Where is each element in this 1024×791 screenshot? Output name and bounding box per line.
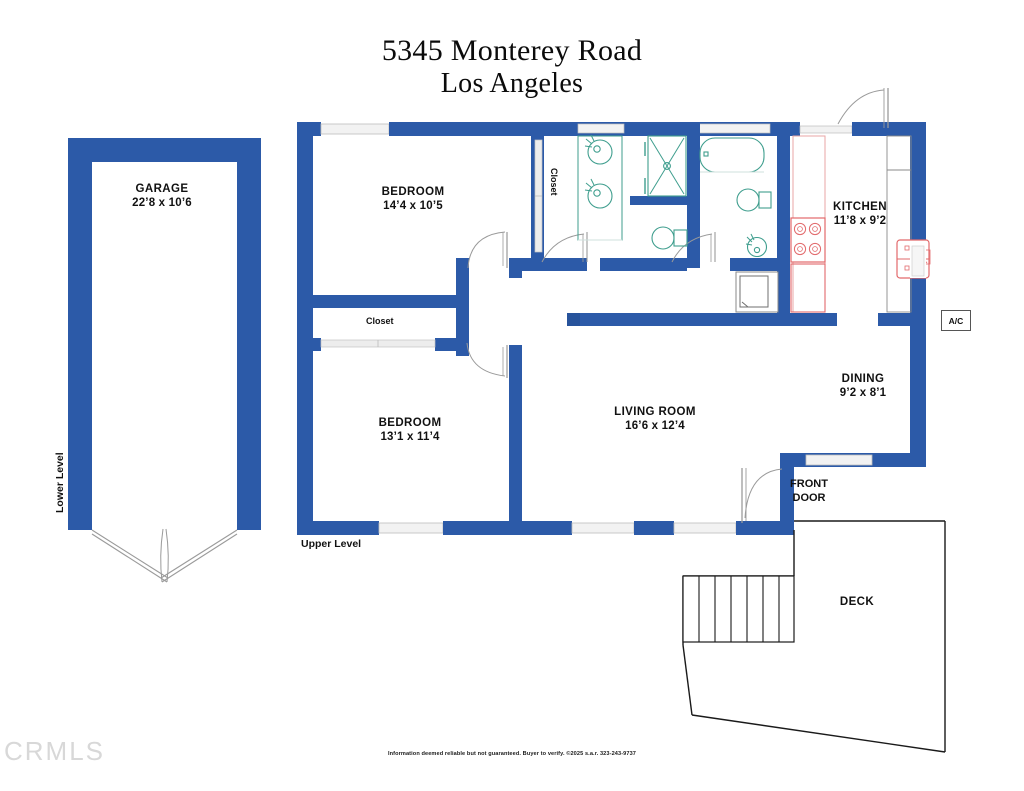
interior-wall-closet-top xyxy=(297,295,469,308)
garage-structure xyxy=(68,138,261,583)
bedroom2-door-swing xyxy=(466,342,508,378)
sink-basin-1 xyxy=(587,139,613,165)
bathtub xyxy=(699,137,765,173)
garage-door-right xyxy=(160,528,238,583)
exterior-wall-top-a xyxy=(297,122,321,136)
toilet-bowl-2 xyxy=(736,188,760,212)
exterior-wall-top-d xyxy=(630,122,690,136)
bath1-door-swing xyxy=(541,232,588,263)
toilet-tank-2 xyxy=(758,191,772,209)
kitchen-window xyxy=(911,245,925,277)
room-label-bedroom-1: BEDROOM 14’4 x 10’5 xyxy=(381,186,445,212)
shower-enclosure xyxy=(647,135,687,197)
closet-label-hall: Closet xyxy=(366,316,394,326)
interior-wall-kitchen-left-b xyxy=(777,270,790,318)
garage-door-left xyxy=(91,528,169,583)
upper-level-label: Upper Level xyxy=(301,538,362,550)
garage-jamb-left xyxy=(68,510,92,530)
bath-counter-lines xyxy=(578,171,764,241)
window-bedroom2-bottom xyxy=(378,522,444,534)
exterior-wall-left xyxy=(297,122,313,535)
bathroom-fixtures xyxy=(577,134,772,258)
exterior-wall-entry-left xyxy=(780,453,794,523)
window-bath2-top xyxy=(693,123,771,134)
room-label-dining: DINING 9’2 x 8’1 xyxy=(839,373,887,399)
back-door-threshold xyxy=(799,125,853,134)
toilet-bowl-1 xyxy=(651,226,675,250)
exterior-wall-right xyxy=(910,122,926,460)
crmls-watermark: CRMLS xyxy=(4,736,106,766)
lower-level-label: Lower Level xyxy=(54,452,66,513)
interior-wall-bath1-bottom-b xyxy=(600,258,630,271)
exterior-wall-top-g xyxy=(852,122,924,136)
window-entry xyxy=(805,454,873,466)
room-label-bedroom-2: BEDROOM 13’1 x 11’4 xyxy=(378,417,442,443)
garage-wall-outline xyxy=(68,138,261,527)
bedroom1-door-swing xyxy=(467,231,508,269)
exterior-wall-top-b xyxy=(389,122,574,136)
interior-wall-kitchen-bottom xyxy=(567,313,837,326)
exterior-wall-bottom-a xyxy=(297,521,379,535)
exterior-wall-bottom-c xyxy=(634,521,674,535)
title-city: Los Angeles xyxy=(440,68,584,99)
front-door-swing xyxy=(741,468,783,523)
window-bath1-top xyxy=(577,123,625,134)
front-door-label: FRONT DOOR xyxy=(790,478,828,504)
sink-basin-2 xyxy=(587,183,613,209)
footer-disclaimer: Information deemed reliable but not guar… xyxy=(387,751,637,757)
window-bedroom1-top xyxy=(320,123,390,135)
interior-wall-kitchen-left xyxy=(777,122,790,270)
sink-basin-3 xyxy=(746,236,768,258)
room-label-garage: GARAGE 22’8 x 10’6 xyxy=(132,183,192,209)
room-label-living-room: LIVING ROOM 16’6 x 12’4 xyxy=(614,406,696,432)
interior-wall-bedroom2-right xyxy=(509,345,522,535)
interior-wall-bath2-bottom xyxy=(630,258,687,271)
deck-stairs xyxy=(682,575,795,643)
toilet-tank-1 xyxy=(673,229,688,247)
interior-wall-shower-bottom xyxy=(630,196,687,205)
ac-unit-box: A/C xyxy=(941,310,971,331)
closet-label-bedroom1: Closet xyxy=(549,168,559,196)
house-structure xyxy=(297,88,946,753)
interior-wall-bath-divider xyxy=(687,122,700,268)
deck-label: DECK xyxy=(839,596,875,608)
exterior-wall-bottom-d xyxy=(736,521,794,535)
title-address: 5345 Monterey Road xyxy=(381,34,643,67)
laundry-niche-top xyxy=(730,258,778,271)
interior-wall-bath1-bottom xyxy=(509,258,587,271)
closet-bedroom1-door xyxy=(534,139,543,253)
page-title: 5345 Monterey Road Los Angeles xyxy=(0,34,1024,100)
interior-wall-hall-left xyxy=(456,258,469,356)
bath2-door-swing xyxy=(671,232,716,263)
window-living-bottom-2 xyxy=(673,522,737,534)
interior-wall-closet-bottom-a xyxy=(297,338,321,351)
back-door-swing xyxy=(837,88,889,128)
interior-wall-dining-top xyxy=(878,313,926,326)
bath1-vanity-guide xyxy=(570,136,578,196)
closet-sliding-doors xyxy=(320,339,436,348)
interior-wall-living-corner xyxy=(567,313,580,326)
garage-jamb-right xyxy=(237,510,261,530)
laundry-appliance xyxy=(735,271,779,313)
exterior-wall-bottom-b xyxy=(443,521,572,535)
window-living-bottom xyxy=(571,522,635,534)
room-label-kitchen: KITCHEN 11’8 x 9’2 xyxy=(833,201,887,227)
